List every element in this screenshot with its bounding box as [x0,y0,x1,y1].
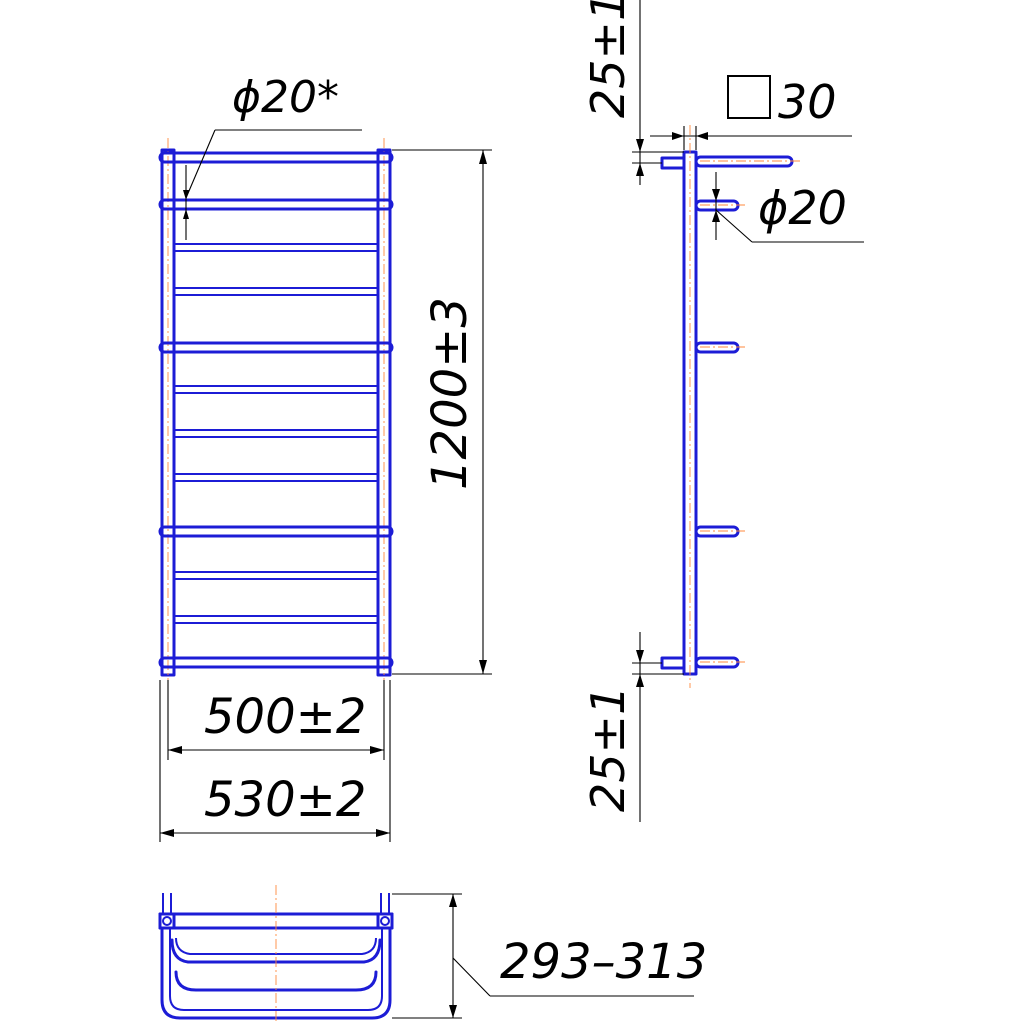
tube-diameter-dimension-front [183,129,362,240]
front-rungs [158,151,394,669]
outer-width-label: 530±2 [204,772,366,828]
tube-diameter-dimension-side [712,172,864,243]
side-rung-top [694,155,794,168]
outer-width-dimension [159,680,391,842]
rung-main [158,198,394,211]
inner-width-label: 500±2 [204,689,366,745]
top-bracket [660,156,686,170]
top-offset-dimension [632,0,684,185]
height-dimension [392,149,492,675]
bottom-bracket [660,656,686,670]
side-rung [694,199,740,212]
rung [173,385,379,394]
depth-dimension [392,893,694,1019]
depth-label: 293–313 [500,934,707,990]
top-view-left-post [158,912,176,930]
rung-main [158,656,394,669]
side-rung [694,525,740,538]
square-symbol-icon [727,75,771,119]
square-profile-label: 30 [778,75,837,129]
top-view: 293–313 [158,885,707,1022]
side-view: 25±1 25±1 30 ϕ20 [581,0,864,822]
top-view-right-post [376,912,394,930]
height-label: 1200±3 [422,297,478,490]
side-rungs [694,155,794,669]
front-view: ϕ20* 1200±3 500±2 530±2 [158,72,492,842]
tube-diameter-side-label: ϕ20 [758,181,847,235]
rung [173,571,379,580]
rung [173,429,379,438]
rung-main [158,525,394,538]
square-profile-dimension [650,75,852,150]
bottom-offset-dimension [632,632,684,822]
rung [173,473,379,482]
rung-main [158,341,394,354]
rung [173,243,379,252]
inner-width-dimension [167,680,385,760]
rung [173,615,379,624]
bottom-offset-label: 25±1 [581,686,635,812]
top-offset-label: 25±1 [581,0,635,118]
side-rung [694,656,740,669]
tube-diameter-front-label: ϕ20* [232,72,339,123]
side-rung [694,341,740,354]
rung [173,287,379,296]
rung-main [158,151,394,164]
